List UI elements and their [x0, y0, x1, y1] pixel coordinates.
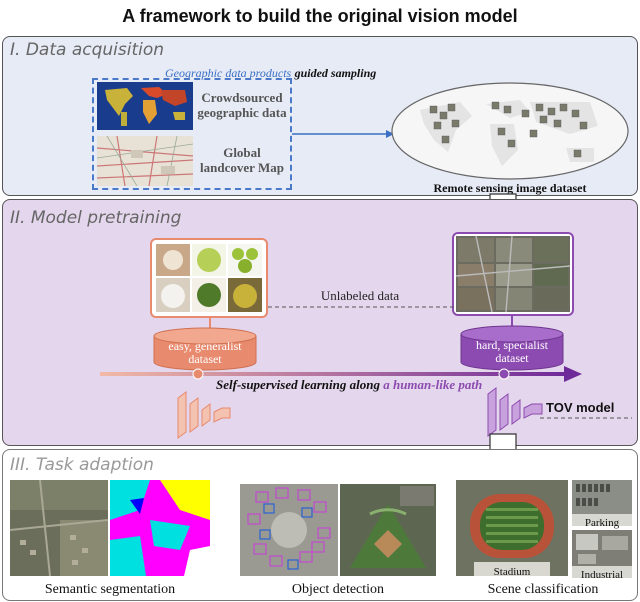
parking-label: Parking — [584, 517, 620, 529]
scene-parking-image — [572, 480, 632, 526]
page-title: A framework to build the original vision… — [122, 6, 518, 26]
unlabeled-data-label: Unlabeled data — [320, 288, 400, 303]
ssl-text: Self-supervised learning along — [216, 377, 384, 392]
easy-dataset-cylinder — [153, 327, 257, 371]
easy-dataset-label: easy, generalist dataset — [150, 340, 260, 366]
semantic-segmentation-caption: Semantic segmentation — [44, 582, 176, 597]
scene-stadium-image — [456, 480, 568, 576]
tov-dash — [540, 417, 632, 419]
crowdsourced-map-thumbnail — [97, 82, 193, 130]
human-like-path-text: a human-like path — [383, 377, 483, 392]
remote-sensing-dataset-label: Remote sensing image dataset — [433, 181, 587, 195]
easy-line2: dataset — [188, 352, 222, 366]
industrial-label: Industrial — [580, 569, 624, 581]
geo-data-box — [92, 78, 292, 190]
segmentation-aerial-image — [10, 480, 108, 576]
scene-classification-caption: Scene classification — [487, 582, 599, 597]
remote-sensing-dataset-map — [391, 82, 629, 180]
easy-images — [156, 244, 262, 312]
section-title-model-pretraining: II. Model pretraining — [10, 208, 182, 228]
hard-images — [455, 235, 571, 313]
stadium-label: Stadium — [493, 566, 531, 578]
section-title-data-acquisition: I. Data acquisition — [10, 40, 165, 60]
geo-products-caption: Geographic data products guided sampling — [165, 66, 376, 81]
segmentation-mask-image — [110, 480, 210, 576]
ssl-caption: Self-supervised learning along a human-l… — [216, 377, 482, 393]
landcover-line1: Global — [223, 145, 261, 160]
section-title-task-adaption: III. Task adaption — [10, 455, 154, 475]
easy-line1: easy, generalist — [168, 339, 242, 353]
hard-dataset-label: hard, specialist dataset — [457, 339, 567, 365]
tov-model-label: TOV model — [546, 400, 615, 415]
crowdsourced-label: Crowdsourced geographic data — [196, 90, 288, 120]
sampling-arrow — [292, 130, 394, 138]
geo-products-label: Geographic data products — [165, 66, 292, 80]
scene-industrial-image — [572, 530, 632, 578]
object-detection-caption: Object detection — [291, 582, 385, 597]
hard-dataset-cylinder — [460, 325, 564, 371]
landcover-line2: landcover Map — [200, 160, 284, 175]
hard-line2: dataset — [495, 351, 529, 365]
network-icon-small — [177, 391, 231, 439]
detection-baseball-image — [340, 484, 436, 576]
guided-sampling-label: guided sampling — [294, 66, 377, 80]
hard-image-grid — [452, 232, 574, 316]
unlabeled-dash-line — [268, 306, 454, 308]
network-icon-tov — [487, 387, 543, 437]
landcover-map-thumbnail — [97, 136, 193, 186]
hard-line1: hard, specialist — [476, 338, 548, 352]
crowdsourced-line1: Crowdsourced — [201, 90, 283, 105]
crowdsourced-line2: geographic data — [197, 105, 287, 120]
landcover-label: Global landcover Map — [196, 145, 288, 175]
learning-path-arrow — [100, 366, 582, 382]
detection-airport-image — [240, 484, 338, 576]
easy-image-grid — [150, 238, 268, 318]
